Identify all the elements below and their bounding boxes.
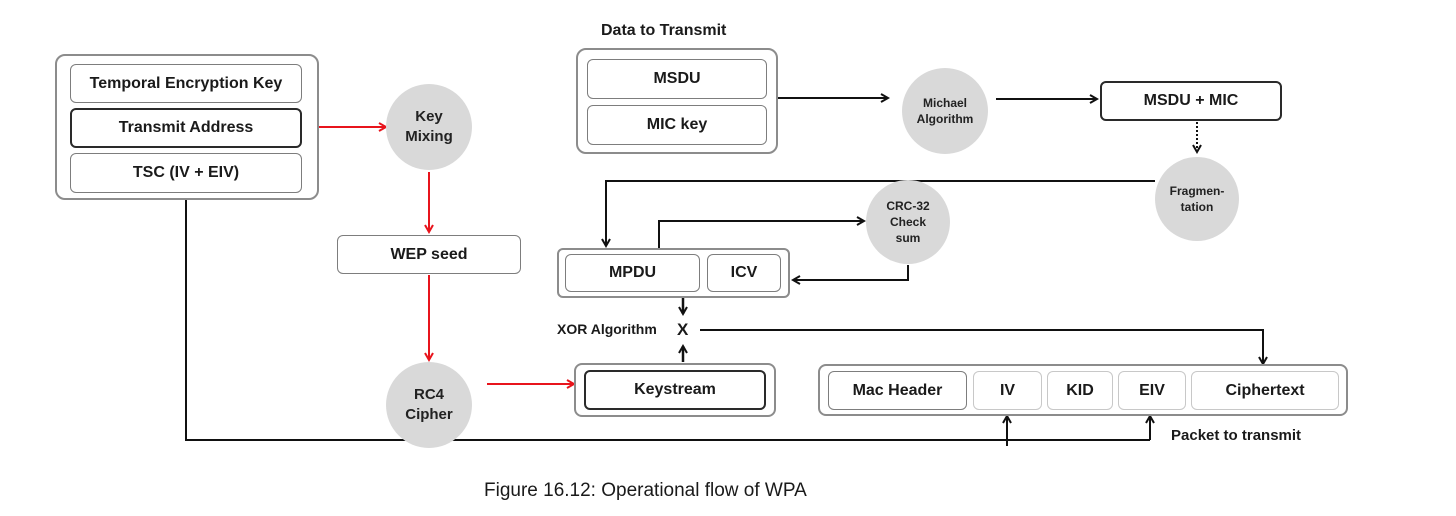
arrow-xor-to-ciphertext <box>700 329 1263 364</box>
mpdu-box: MPDU <box>565 254 700 292</box>
ciphertext-box: Ciphertext <box>1191 371 1339 410</box>
key-mixing-line1: Key <box>415 108 443 125</box>
figure-caption: Figure 16.12: Operational flow of WPA <box>484 480 807 501</box>
packet-to-transmit-label: Packet to transmit <box>1171 427 1302 444</box>
crc-line2: Check <box>889 215 927 229</box>
rc4-line2: Cipher <box>405 406 453 423</box>
mic-key-box: MIC key <box>587 105 767 145</box>
wep-seed-box: WEP seed <box>337 235 521 274</box>
fragmentation-node: Fragmen-tation <box>1155 157 1239 241</box>
michael-line1: Michael <box>922 96 967 110</box>
crc-line3: sum <box>895 231 921 245</box>
iv-box: IV <box>973 371 1042 410</box>
key-mixing-line2: Mixing <box>405 128 453 145</box>
xor-symbol: X <box>677 320 689 339</box>
arrow-fragmentation-to-mpdu <box>606 180 1155 246</box>
icv-box: ICV <box>707 254 781 292</box>
transmit-address-box: Transmit Address <box>70 108 302 148</box>
temporal-encryption-key-box: Temporal Encryption Key <box>70 64 302 103</box>
fragmentation-line1: Fragmen- <box>1169 184 1225 198</box>
msdu-box: MSDU <box>587 59 767 99</box>
mac-header-box: Mac Header <box>828 371 967 410</box>
fragmentation-line2: tation <box>1180 200 1214 214</box>
michael-line2: Algorithm <box>916 112 974 126</box>
arrow-tsc-to-packet <box>185 194 1150 441</box>
crc-line1: CRC-32 <box>886 199 930 213</box>
tsc-box: TSC (IV + EIV) <box>70 153 302 193</box>
rc4-line1: RC4 <box>413 386 444 403</box>
data-to-transmit-title: Data to Transmit <box>601 22 727 39</box>
arrow-mpdu-to-crc <box>658 221 864 254</box>
arrow-crc-to-icv <box>793 265 909 280</box>
kid-box: KID <box>1047 371 1113 410</box>
eiv-box: EIV <box>1118 371 1186 410</box>
msdu-mic-box: MSDU + MIC <box>1100 81 1282 121</box>
xor-algorithm-label: XOR Algorithm <box>557 321 657 337</box>
keystream-box: Keystream <box>584 370 766 410</box>
